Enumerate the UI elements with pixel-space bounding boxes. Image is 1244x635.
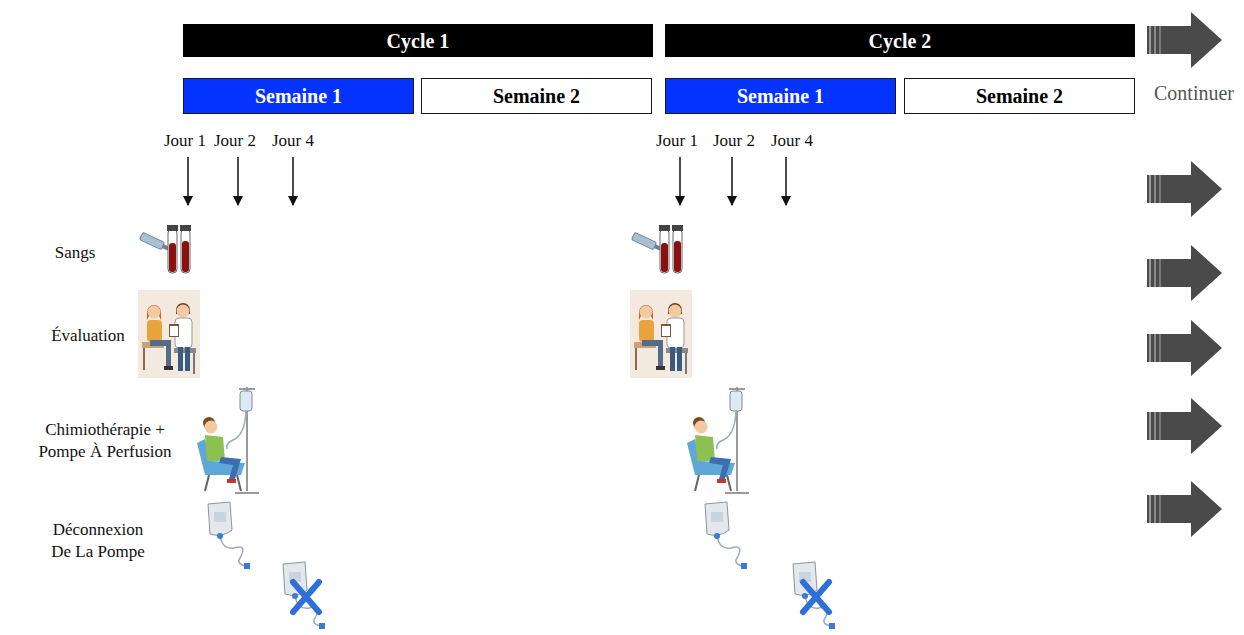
blood-test-icon	[139, 225, 191, 273]
cross-mark	[803, 582, 829, 612]
chemotherapy-icon	[197, 387, 259, 493]
pump-disconnect-icon	[793, 562, 835, 629]
infusion-pump-icon	[793, 562, 835, 629]
continue-arrow	[1147, 320, 1222, 376]
infusion-pump-icon	[705, 502, 747, 569]
week-box: Semaine 1	[665, 78, 896, 114]
row-label: Sangs	[55, 242, 96, 264]
day-pointer	[679, 157, 681, 205]
day-pointer	[237, 157, 239, 205]
node-text: Semaine 2	[976, 85, 1063, 107]
node-text: Semaine 2	[493, 85, 580, 107]
continue-arrow	[1147, 12, 1222, 68]
continue-arrow	[1147, 481, 1222, 537]
day-label: Jour 1	[656, 130, 698, 152]
node-text: Cycle 2	[869, 30, 932, 52]
pump-disconnect-icon	[283, 562, 325, 629]
day-label: Jour 2	[713, 130, 755, 152]
blood-test-icon	[631, 225, 683, 273]
day-pointer	[731, 157, 733, 205]
consultation-icon	[138, 290, 200, 378]
infusion-pump-icon	[208, 502, 250, 569]
week-box: Semaine 1	[183, 78, 414, 114]
row-label: Chimiothérapie + Pompe À Perfusion	[29, 419, 181, 463]
consultation-icon	[630, 290, 692, 378]
day-label: Jour 4	[771, 130, 813, 152]
continue-arrow	[1147, 161, 1222, 217]
day-label: Jour 1	[164, 130, 206, 152]
day-pointer	[292, 157, 294, 205]
cycle-bar: Cycle 1	[183, 24, 653, 57]
day-pointer	[785, 157, 787, 205]
continue-arrow	[1147, 398, 1222, 454]
cycle-bar: Cycle 2	[665, 24, 1135, 57]
continue-arrow	[1147, 245, 1222, 301]
week-box: Semaine 2	[421, 78, 652, 114]
day-label: Jour 4	[272, 130, 314, 152]
node-text: Semaine 1	[737, 85, 824, 107]
day-pointer	[187, 157, 189, 205]
chemotherapy-icon	[687, 387, 749, 493]
infusion-pump-icon	[283, 562, 325, 629]
week-box: Semaine 2	[904, 78, 1135, 114]
row-label: Déconnexion De La Pompe	[42, 519, 154, 563]
node-text: Cycle 1	[387, 30, 450, 52]
row-label: Évaluation	[51, 325, 125, 347]
day-pointer	[188, 157, 786, 205]
cross-mark	[293, 582, 319, 612]
continue-label: Continuer	[1154, 80, 1234, 106]
node-text: Semaine 1	[255, 85, 342, 107]
day-label: Jour 2	[214, 130, 256, 152]
